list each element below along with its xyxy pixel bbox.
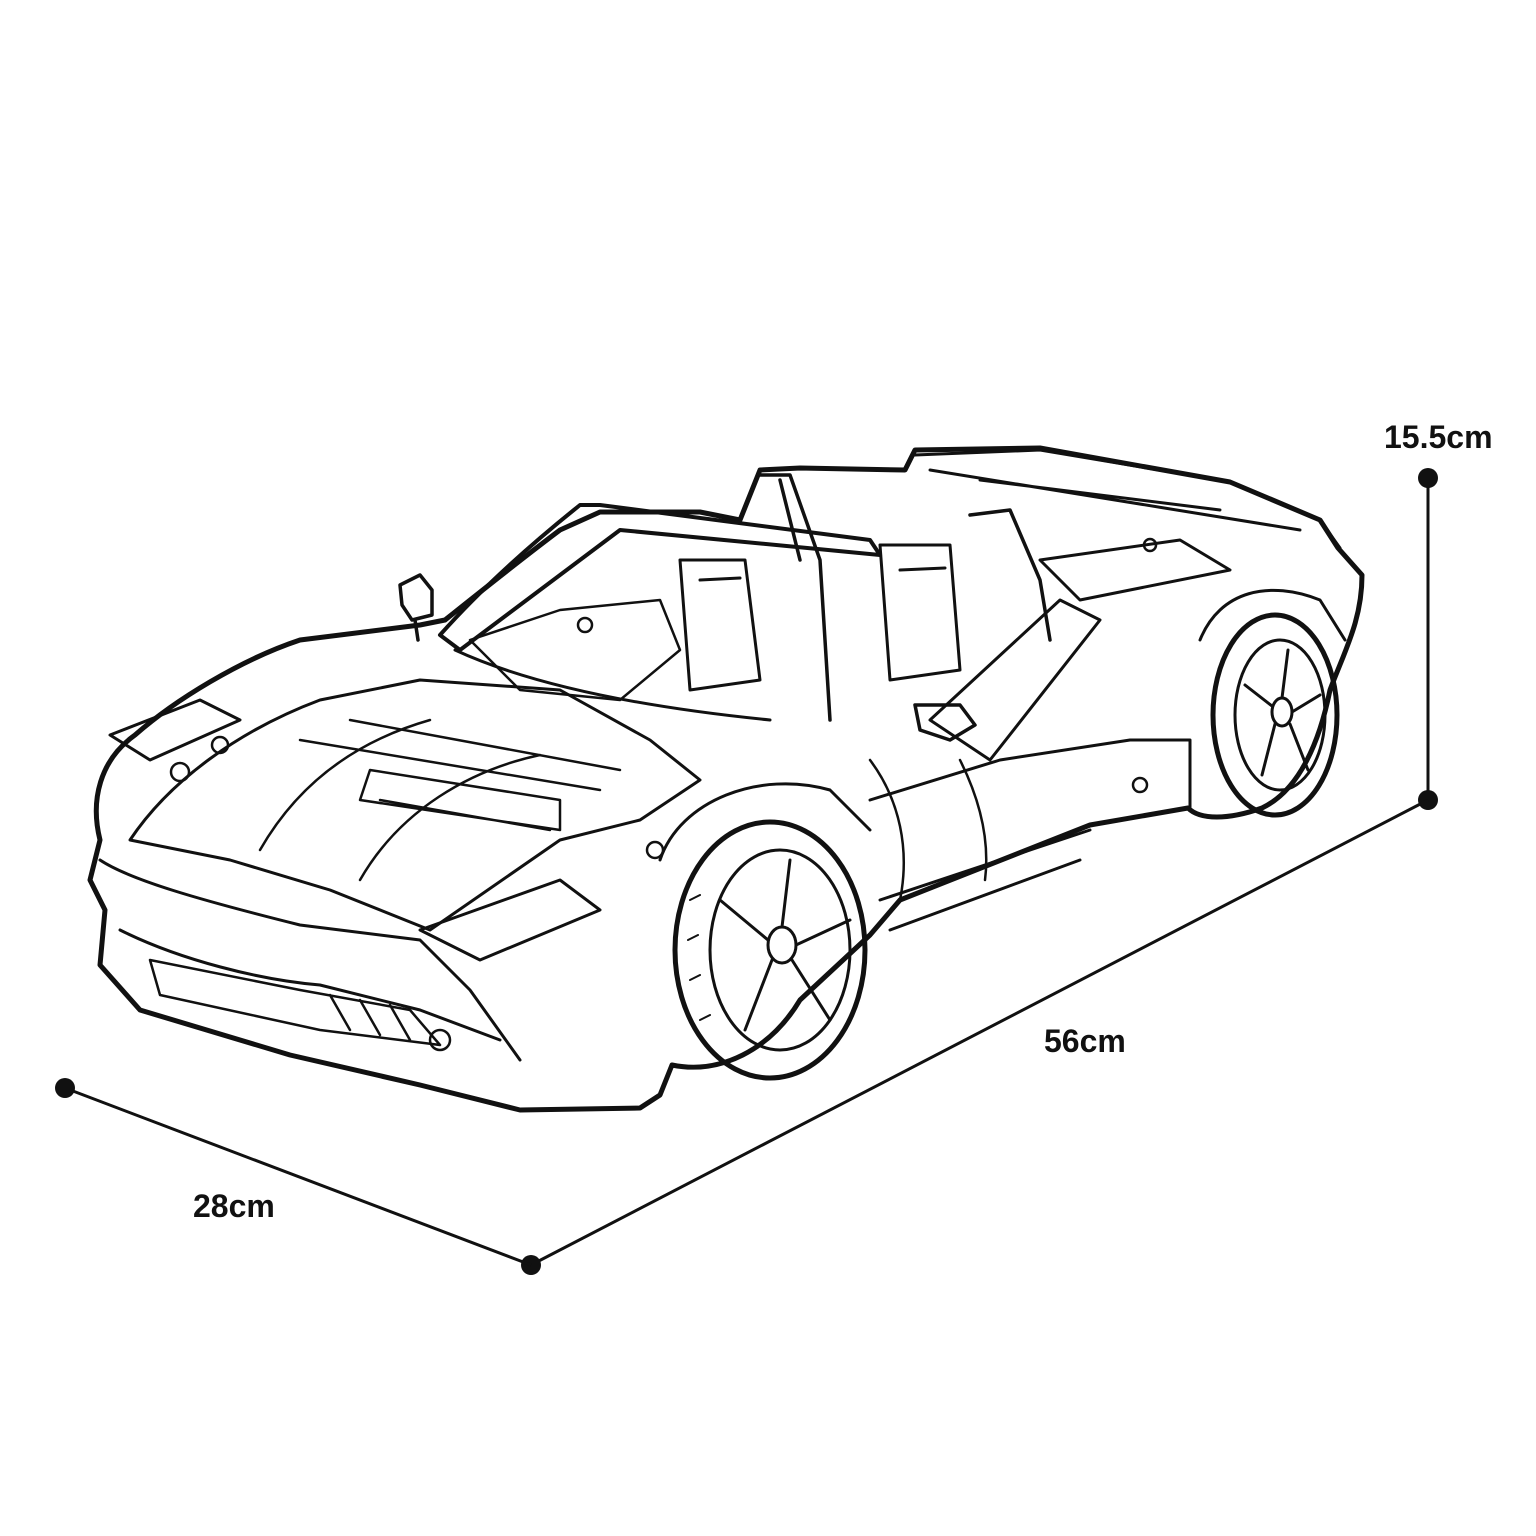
car-illustration bbox=[87, 445, 1365, 1113]
hood-vent bbox=[358, 768, 562, 832]
rear-wheel bbox=[1210, 612, 1340, 818]
hood-crease bbox=[258, 718, 622, 882]
rear-fender bbox=[1198, 588, 1347, 642]
detail-pin-icon bbox=[645, 840, 665, 860]
detail-pin-icon-3 bbox=[576, 616, 594, 634]
dimension-lines bbox=[55, 468, 1438, 1275]
door-line bbox=[868, 758, 988, 902]
windshield-frame bbox=[438, 503, 882, 652]
roll-bar bbox=[758, 473, 1052, 722]
fog-light-icon bbox=[428, 1028, 452, 1052]
front-bumper bbox=[98, 858, 522, 1062]
side-mirror-right bbox=[913, 703, 977, 742]
rear-rim-icon bbox=[1233, 638, 1327, 792]
rear-deck bbox=[913, 448, 1342, 550]
headlight-left bbox=[108, 698, 242, 762]
width-dimension-line bbox=[64, 1086, 532, 1267]
width-label: 28cm bbox=[193, 1188, 275, 1224]
rear-hub-icon bbox=[1270, 696, 1294, 728]
cockpit-seat-left bbox=[678, 558, 762, 692]
front-wheel bbox=[672, 819, 868, 1081]
front-spokes-icon bbox=[718, 858, 852, 1032]
front-pin-icon bbox=[169, 761, 191, 783]
windshield-lower bbox=[453, 648, 772, 722]
side-panel bbox=[868, 738, 1192, 932]
cockpit-seat-right bbox=[878, 543, 962, 682]
front-rim-icon bbox=[708, 848, 852, 1052]
car-hood bbox=[128, 678, 702, 932]
front-tire-icon bbox=[672, 819, 868, 1081]
rear-spokes-icon bbox=[1243, 648, 1322, 777]
front-pin-icon-2 bbox=[210, 735, 230, 755]
headlight-right bbox=[418, 878, 602, 962]
height-label: 15.5cm bbox=[1384, 419, 1493, 455]
car-body-outline bbox=[87, 445, 1365, 1113]
dashboard bbox=[468, 598, 682, 702]
front-grille bbox=[148, 958, 442, 1047]
length-dimension-line bbox=[530, 798, 1429, 1267]
detail-pin-icon-4 bbox=[1142, 537, 1158, 553]
rear-spoiler bbox=[1038, 538, 1232, 602]
side-mirror bbox=[398, 573, 434, 642]
length-label: 56cm bbox=[1044, 1023, 1126, 1059]
width-start-endpoint-icon bbox=[55, 1078, 75, 1098]
front-tread-icon bbox=[687, 894, 711, 1021]
height-top-endpoint-icon bbox=[1418, 468, 1438, 488]
side-intake bbox=[928, 598, 1102, 762]
rear-tire-icon bbox=[1210, 612, 1340, 818]
front-fender bbox=[658, 782, 872, 862]
front-hub-icon bbox=[766, 925, 798, 965]
detail-pin-icon-2 bbox=[1131, 776, 1149, 794]
